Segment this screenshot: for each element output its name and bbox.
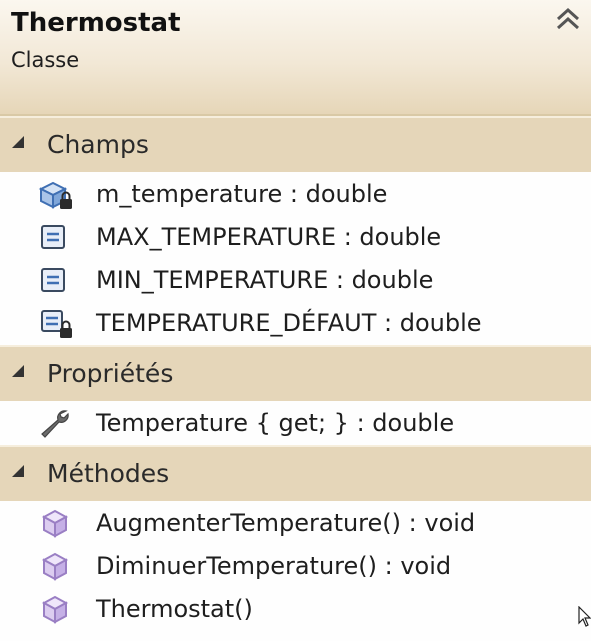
wrench-icon xyxy=(41,410,69,438)
private-constant-icon xyxy=(41,310,72,338)
class-title: Thermostat xyxy=(11,8,181,38)
section-properties-label: Propriétés xyxy=(47,359,174,388)
method-text: AugmenterTemperature() : void xyxy=(96,509,476,537)
expand-triangle-icon xyxy=(12,365,24,377)
method-text: Thermostat() xyxy=(96,595,253,623)
expand-triangle-icon xyxy=(12,465,24,477)
double-chevron-up-icon xyxy=(556,7,580,30)
list-item-field[interactable]: m_temperature : double xyxy=(0,174,591,216)
list-item-method[interactable]: Thermostat() xyxy=(0,589,591,631)
list-item-field[interactable]: MAX_TEMPERATURE : double xyxy=(0,217,591,259)
section-properties[interactable]: Propriétés xyxy=(0,345,591,401)
section-methods[interactable]: Méthodes xyxy=(0,445,591,501)
list-item-field[interactable]: MIN_TEMPERATURE : double xyxy=(0,260,591,302)
list-item-field[interactable]: TEMPERATURE_DÉFAUT : double xyxy=(0,303,591,345)
field-text: m_temperature : double xyxy=(96,180,388,208)
field-text: MAX_TEMPERATURE : double xyxy=(96,223,442,251)
private-field-icon xyxy=(38,181,72,209)
constant-icon xyxy=(41,268,65,292)
section-methods-label: Méthodes xyxy=(47,459,170,488)
class-kind: Classe xyxy=(11,48,80,72)
list-item-property[interactable]: Temperature { get; } : double xyxy=(0,403,591,445)
method-cube-icon xyxy=(41,509,69,538)
collapse-button[interactable] xyxy=(552,4,584,34)
property-text: Temperature { get; } : double xyxy=(96,409,455,437)
field-text: TEMPERATURE_DÉFAUT : double xyxy=(96,309,482,337)
list-item-method[interactable]: DiminuerTemperature() : void xyxy=(0,546,591,588)
section-fields[interactable]: Champs xyxy=(0,116,591,172)
field-text: MIN_TEMPERATURE : double xyxy=(96,266,434,294)
class-header: Thermostat Classe xyxy=(0,0,591,116)
method-text: DiminuerTemperature() : void xyxy=(96,552,452,580)
expand-triangle-icon xyxy=(12,136,24,148)
section-fields-label: Champs xyxy=(47,130,149,159)
method-cube-icon xyxy=(41,552,69,581)
mouse-cursor-icon xyxy=(578,606,591,627)
list-item-method[interactable]: AugmenterTemperature() : void xyxy=(0,503,591,545)
method-cube-icon xyxy=(41,595,69,624)
constant-icon xyxy=(41,225,65,249)
